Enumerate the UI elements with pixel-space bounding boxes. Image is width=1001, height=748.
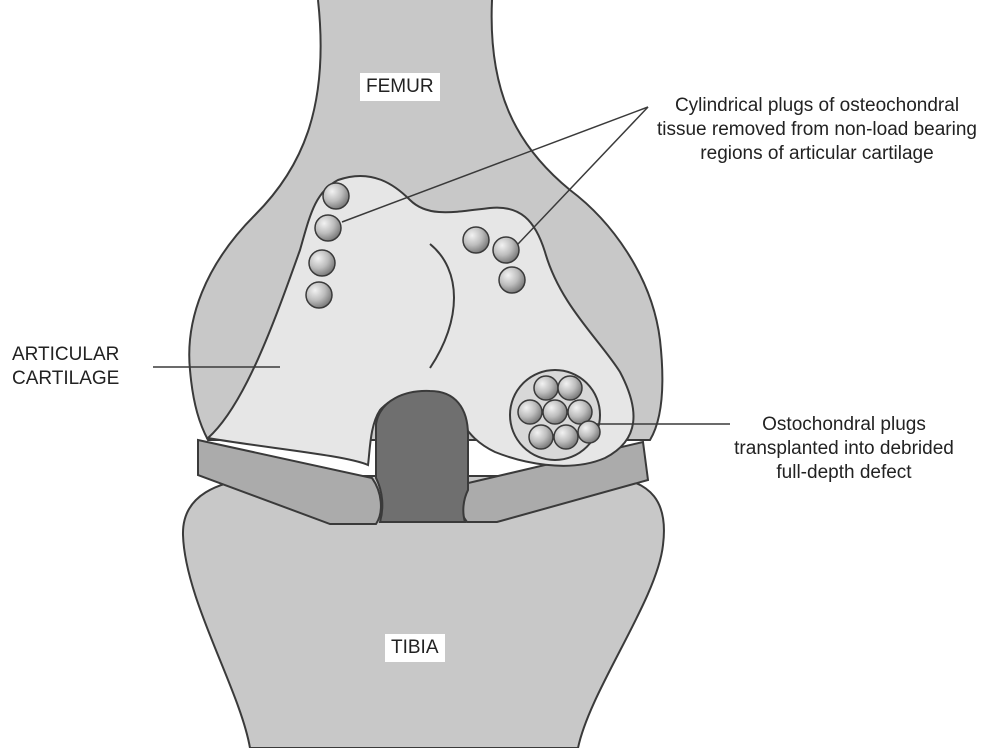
transplanted-plug	[534, 376, 558, 400]
transplanted-plug	[558, 376, 582, 400]
plugs-removed-label: Cylindrical plugs of osteochondral tissu…	[640, 94, 994, 166]
transplanted-plug	[554, 425, 578, 449]
donor-plug	[499, 267, 525, 293]
tibia-label: TIBIA	[385, 634, 445, 662]
articular-cartilage-line-1: ARTICULAR	[12, 343, 119, 367]
plugs-transplanted-line-2: transplanted into debrided	[724, 437, 964, 461]
intercondylar-notch	[376, 391, 468, 522]
donor-plug	[315, 215, 341, 241]
transplanted-plugs	[510, 370, 600, 460]
articular-cartilage-label: ARTICULAR CARTILAGE	[12, 343, 119, 391]
donor-plug	[323, 183, 349, 209]
transplanted-plug	[543, 400, 567, 424]
plugs-removed-line-1: Cylindrical plugs of osteochondral	[640, 94, 994, 118]
plugs-transplanted-line-3: full-depth defect	[724, 461, 964, 485]
plugs-removed-line-3: regions of articular cartilage	[640, 142, 994, 166]
plugs-transplanted-line-1: Ostochondral plugs	[724, 413, 964, 437]
plugs-transplanted-label: Ostochondral plugs transplanted into deb…	[724, 413, 964, 485]
donor-plug	[463, 227, 489, 253]
donor-plug	[493, 237, 519, 263]
donor-plug	[306, 282, 332, 308]
plugs-removed-line-2: tissue removed from non-load bearing	[640, 118, 994, 142]
transplanted-plug	[518, 400, 542, 424]
donor-plug	[309, 250, 335, 276]
articular-cartilage-line-2: CARTILAGE	[12, 367, 119, 391]
transplanted-plug	[529, 425, 553, 449]
femur-label: FEMUR	[360, 73, 440, 101]
